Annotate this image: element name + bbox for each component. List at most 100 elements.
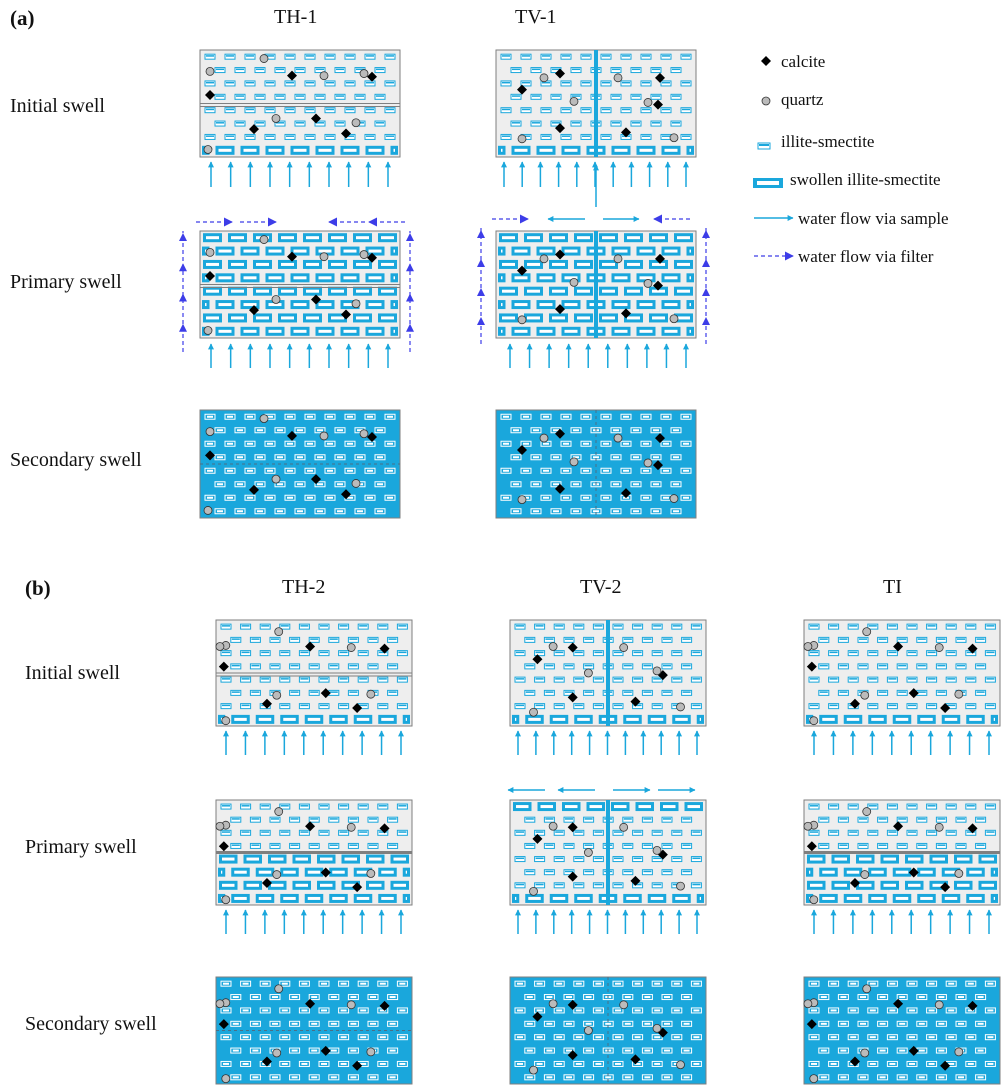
quartz-circle-icon bbox=[259, 414, 269, 424]
calcite-diamond-icon bbox=[555, 304, 565, 315]
calcite-diamond-icon bbox=[249, 305, 259, 316]
quartz-circle-icon bbox=[215, 999, 225, 1009]
dashed-arrow-icon bbox=[179, 233, 187, 241]
quartz-circle-icon bbox=[215, 642, 225, 651]
calcite-diamond-icon bbox=[379, 643, 390, 654]
calcite-diamond-icon bbox=[249, 124, 259, 135]
calcite-diamond-icon bbox=[305, 821, 316, 832]
calcite-diamond-icon bbox=[908, 688, 919, 699]
th1-primary-inflow bbox=[208, 343, 391, 368]
quartz-circle-icon bbox=[669, 494, 679, 503]
th2-primary-inflow bbox=[223, 909, 404, 934]
quartz-circle-icon bbox=[319, 431, 329, 441]
quartz-circle-icon bbox=[517, 495, 527, 505]
quartz-circle-icon bbox=[359, 69, 369, 78]
calcite-diamond-icon bbox=[367, 252, 377, 263]
calcite-diamond-icon bbox=[311, 294, 321, 305]
quartz-circle-icon bbox=[548, 821, 558, 831]
quartz-circle-icon bbox=[569, 96, 579, 106]
calcite-diamond-icon bbox=[806, 661, 817, 672]
quartz-circle-icon bbox=[860, 870, 870, 879]
quartz-circle-icon bbox=[652, 1023, 662, 1033]
legend-water-filter-label: water flow via filter bbox=[798, 247, 934, 266]
calcite-diamond-icon bbox=[653, 280, 663, 291]
dashed-arrow-icon bbox=[702, 288, 710, 296]
quartz-circle-icon bbox=[862, 984, 872, 994]
calcite-diamond-icon bbox=[367, 432, 377, 442]
quartz-circle-icon bbox=[860, 690, 870, 700]
calcite-diamond-icon bbox=[653, 460, 663, 471]
dashed-arrow-icon bbox=[702, 317, 710, 325]
calcite-diamond-icon bbox=[341, 128, 351, 139]
calcite-diamond-icon bbox=[653, 99, 663, 110]
quartz-circle-icon bbox=[803, 999, 813, 1009]
calcite-diamond-icon bbox=[261, 877, 272, 888]
calcite-diamond-icon bbox=[761, 56, 771, 66]
calcite-diamond-icon bbox=[311, 113, 321, 124]
quartz-circle-icon bbox=[351, 479, 361, 488]
quartz-circle-icon bbox=[359, 429, 369, 439]
calcite-diamond-icon bbox=[532, 833, 543, 844]
quartz-circle-icon bbox=[274, 984, 284, 994]
quartz-circle-icon bbox=[803, 642, 813, 651]
calcite-diamond-icon bbox=[517, 84, 527, 95]
calcite-diamond-icon bbox=[517, 265, 527, 276]
column-title-th1: TH-1 bbox=[274, 6, 318, 28]
quartz-circle-icon bbox=[539, 433, 549, 443]
calcite-diamond-icon bbox=[849, 1056, 860, 1067]
calcite-diamond-icon bbox=[305, 641, 316, 652]
quartz-circle-icon bbox=[203, 326, 213, 335]
quartz-circle-icon bbox=[860, 1048, 870, 1058]
th2-secondary bbox=[215, 976, 413, 1085]
calcite-diamond-icon bbox=[621, 308, 631, 319]
column-title-ti: TI bbox=[883, 576, 902, 598]
calcite-diamond-icon bbox=[205, 89, 215, 100]
dashed-arrow-icon bbox=[406, 293, 414, 302]
calcite-diamond-icon bbox=[655, 433, 665, 444]
quartz-circle-icon bbox=[954, 1047, 964, 1057]
legend-calcite-label: calcite bbox=[781, 52, 826, 71]
dashed-arrow-icon bbox=[406, 323, 414, 332]
calcite-diamond-icon bbox=[287, 430, 297, 441]
quartz-circle-icon bbox=[809, 895, 819, 905]
quartz-circle-icon bbox=[274, 627, 284, 637]
quartz-circle-icon bbox=[569, 457, 579, 467]
quartz-circle-icon bbox=[676, 881, 685, 891]
quartz-circle-icon bbox=[643, 458, 653, 468]
quartz-circle-icon bbox=[809, 1074, 819, 1084]
dashed-arrow-icon bbox=[477, 317, 485, 325]
quartz-circle-icon bbox=[272, 870, 282, 879]
th1-initial bbox=[199, 49, 401, 158]
row-label-initial-a: Initial swell bbox=[10, 95, 105, 117]
dashed-arrow-icon bbox=[406, 233, 414, 241]
quartz-circle-icon bbox=[676, 1060, 685, 1070]
row-label-primary-b: Primary swell bbox=[25, 836, 137, 858]
column-title-tv1: TV-1 bbox=[515, 6, 557, 28]
quartz-circle-icon bbox=[569, 277, 579, 287]
calcite-diamond-icon bbox=[261, 698, 272, 709]
tv1-secondary bbox=[495, 409, 697, 519]
calcite-diamond-icon bbox=[555, 68, 565, 79]
calcite-diamond-icon bbox=[205, 270, 215, 281]
quartz-circle-icon bbox=[346, 822, 356, 832]
quartz-circle-icon bbox=[319, 252, 329, 262]
calcite-diamond-icon bbox=[567, 999, 578, 1010]
sample-box bbox=[803, 619, 1001, 727]
calcite-diamond-icon bbox=[555, 428, 565, 439]
calcite-diamond-icon bbox=[367, 71, 377, 82]
quartz-circle-icon bbox=[669, 314, 679, 324]
calcite-diamond-icon bbox=[567, 822, 578, 833]
calcite-diamond-icon bbox=[305, 998, 316, 1009]
quartz-circle-icon bbox=[346, 643, 356, 652]
quartz-circle-icon bbox=[584, 848, 593, 857]
quartz-circle-icon bbox=[271, 295, 281, 304]
quartz-circle-icon bbox=[205, 247, 215, 257]
quartz-circle-icon bbox=[613, 254, 623, 264]
calcite-diamond-icon bbox=[940, 702, 951, 713]
quartz-circle-icon bbox=[548, 999, 558, 1009]
calcite-diamond-icon bbox=[630, 875, 641, 886]
panel-a-label: (a) bbox=[10, 6, 35, 30]
legend-water-sample-label: water flow via sample bbox=[798, 209, 949, 228]
dashed-arrow-icon bbox=[179, 323, 187, 332]
